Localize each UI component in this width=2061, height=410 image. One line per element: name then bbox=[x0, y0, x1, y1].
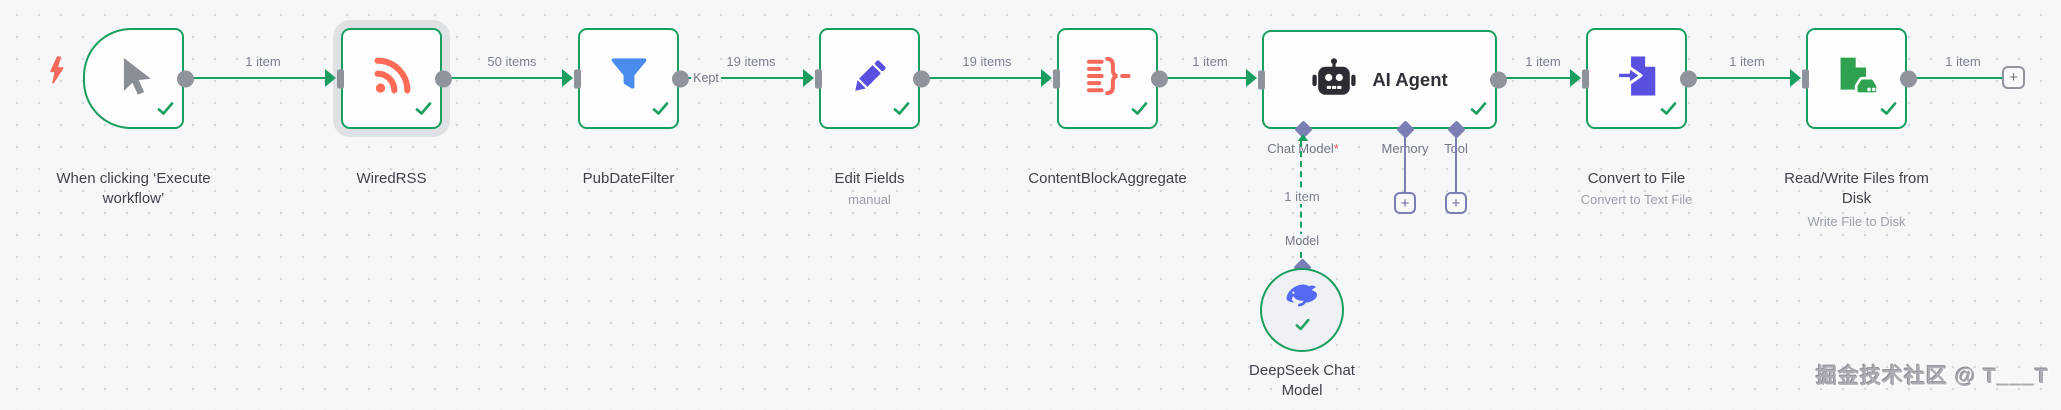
memory-port-line bbox=[1404, 135, 1406, 192]
edge-arrowhead bbox=[803, 69, 814, 87]
node-subtitle: Write File to Disk bbox=[1807, 214, 1906, 229]
edge-items-label: 1 item bbox=[1522, 53, 1564, 71]
deepseek-whale-icon bbox=[1284, 283, 1320, 315]
input-connector[interactable] bbox=[815, 69, 822, 88]
cursor-icon bbox=[112, 54, 156, 103]
edge-arrowhead bbox=[1790, 69, 1801, 87]
output-connector[interactable] bbox=[1680, 70, 1697, 87]
input-connector[interactable] bbox=[1802, 69, 1809, 88]
edge-trigger-to-wiredrss[interactable] bbox=[188, 76, 325, 80]
output-connector[interactable] bbox=[1490, 71, 1507, 88]
node-convert-to-file[interactable]: Convert to File Convert to Text File bbox=[1581, 28, 1697, 207]
node-title: Convert to File bbox=[1587, 170, 1686, 187]
node-manual-trigger[interactable]: When clicking ‘Execute workflow’ bbox=[56, 28, 211, 207]
chat-model-edge-arrowhead bbox=[1297, 134, 1309, 142]
input-connector[interactable] bbox=[574, 69, 581, 88]
watermark-text: 掘金技术社区 @ T___T bbox=[1816, 365, 2049, 388]
success-check-icon bbox=[1469, 100, 1488, 122]
node-contentblockaggregate[interactable]: ContentBlockAggregate bbox=[1028, 28, 1187, 187]
file-import-icon bbox=[1615, 54, 1659, 103]
edge-arrowhead bbox=[1041, 69, 1052, 87]
node-title: PubDateFilter bbox=[582, 170, 675, 187]
output-connector[interactable] bbox=[1151, 70, 1168, 87]
pencil-icon bbox=[848, 54, 892, 103]
node-read-write-files[interactable]: Read/Write Files from Disk Write File to… bbox=[1784, 28, 1929, 229]
add-memory-button[interactable]: + bbox=[1394, 192, 1416, 214]
edge-arrowhead bbox=[562, 69, 573, 87]
model-port-label: Model bbox=[1281, 234, 1323, 248]
edge-items-label: 1 item bbox=[1942, 53, 1984, 71]
output-connector[interactable] bbox=[435, 70, 452, 87]
node-title: Edit Fields bbox=[834, 170, 905, 187]
edge-editfields-to-aggregate[interactable] bbox=[924, 76, 1041, 80]
aggregate-icon bbox=[1084, 56, 1132, 100]
success-check-icon bbox=[892, 100, 911, 122]
node-title: Read/Write Files from Disk bbox=[1784, 170, 1929, 207]
success-check-icon bbox=[1879, 100, 1898, 122]
node-subtitle: Convert to Text File bbox=[1580, 192, 1693, 207]
required-asterisk: * bbox=[1333, 141, 1339, 156]
edge-readwrite-to-add[interactable] bbox=[1911, 76, 2002, 80]
edge-items-label: 19 items bbox=[723, 53, 779, 71]
add-node-button[interactable]: + bbox=[2002, 66, 2025, 89]
edge-wiredrss-to-pubdatefilter[interactable] bbox=[446, 76, 562, 80]
success-check-icon bbox=[414, 100, 433, 122]
robot-icon bbox=[1311, 57, 1357, 102]
edge-aggregate-to-aiagent[interactable] bbox=[1162, 76, 1246, 80]
rss-icon bbox=[369, 53, 415, 104]
tool-port-line bbox=[1455, 135, 1457, 192]
node-deepseek-chat-model[interactable]: DeepSeek Chat Model bbox=[1249, 268, 1355, 399]
input-connector[interactable] bbox=[1258, 70, 1265, 89]
filter-funnel-icon bbox=[608, 55, 650, 102]
node-title: WiredRSS bbox=[356, 170, 427, 187]
edge-items-label: 1 item bbox=[1726, 53, 1768, 71]
input-connector[interactable] bbox=[1582, 69, 1589, 88]
edge-chatmodel-to-deepseek[interactable] bbox=[1300, 141, 1302, 268]
edge-pubdatefilter-to-editfields[interactable] bbox=[683, 76, 803, 80]
input-connector[interactable] bbox=[337, 69, 344, 88]
node-wiredrss[interactable]: WiredRSS bbox=[337, 28, 452, 187]
edge-arrowhead bbox=[1570, 69, 1581, 87]
success-check-icon bbox=[1659, 100, 1678, 122]
node-ai-agent[interactable]: AI Agent bbox=[1258, 30, 1507, 129]
node-title: DeepSeek Chat Model bbox=[1249, 362, 1355, 399]
node-edit-fields[interactable]: Edit Fields manual bbox=[815, 28, 930, 207]
success-check-icon bbox=[1294, 317, 1311, 337]
edge-items-label: 1 item bbox=[242, 53, 284, 71]
success-check-icon bbox=[156, 100, 175, 122]
output-connector[interactable] bbox=[672, 70, 689, 87]
node-pubdatefilter[interactable]: PubDateFilter bbox=[574, 28, 689, 187]
success-check-icon bbox=[1130, 100, 1149, 122]
edge-arrowhead bbox=[325, 69, 336, 87]
ai-agent-node-title: AI Agent bbox=[1372, 68, 1448, 90]
node-subtitle: manual bbox=[848, 192, 891, 207]
edge-items-label: 50 items bbox=[484, 53, 540, 71]
chat-model-port-label: Chat Model* bbox=[1265, 141, 1341, 156]
output-connector[interactable] bbox=[1900, 70, 1917, 87]
edge-items-label: 1 item bbox=[1189, 53, 1231, 71]
output-connector[interactable] bbox=[913, 70, 930, 87]
edge-arrowhead bbox=[1246, 69, 1257, 87]
node-title: ContentBlockAggregate bbox=[1028, 170, 1187, 187]
lightning-bolt-icon bbox=[45, 56, 65, 89]
file-disk-icon bbox=[1834, 55, 1880, 103]
output-connector[interactable] bbox=[177, 70, 194, 87]
edge-items-label: 1 item bbox=[1281, 189, 1323, 204]
edge-aiagent-to-convert[interactable] bbox=[1501, 76, 1570, 80]
edge-items-label: 19 items bbox=[959, 53, 1015, 71]
edge-convert-to-readwrite[interactable] bbox=[1691, 76, 1790, 80]
input-connector[interactable] bbox=[1053, 69, 1060, 88]
edge-branch-label-kept: Kept bbox=[691, 69, 721, 87]
success-check-icon bbox=[651, 100, 670, 122]
add-tool-button[interactable]: + bbox=[1445, 192, 1467, 214]
node-title: When clicking ‘Execute workflow’ bbox=[56, 170, 211, 207]
